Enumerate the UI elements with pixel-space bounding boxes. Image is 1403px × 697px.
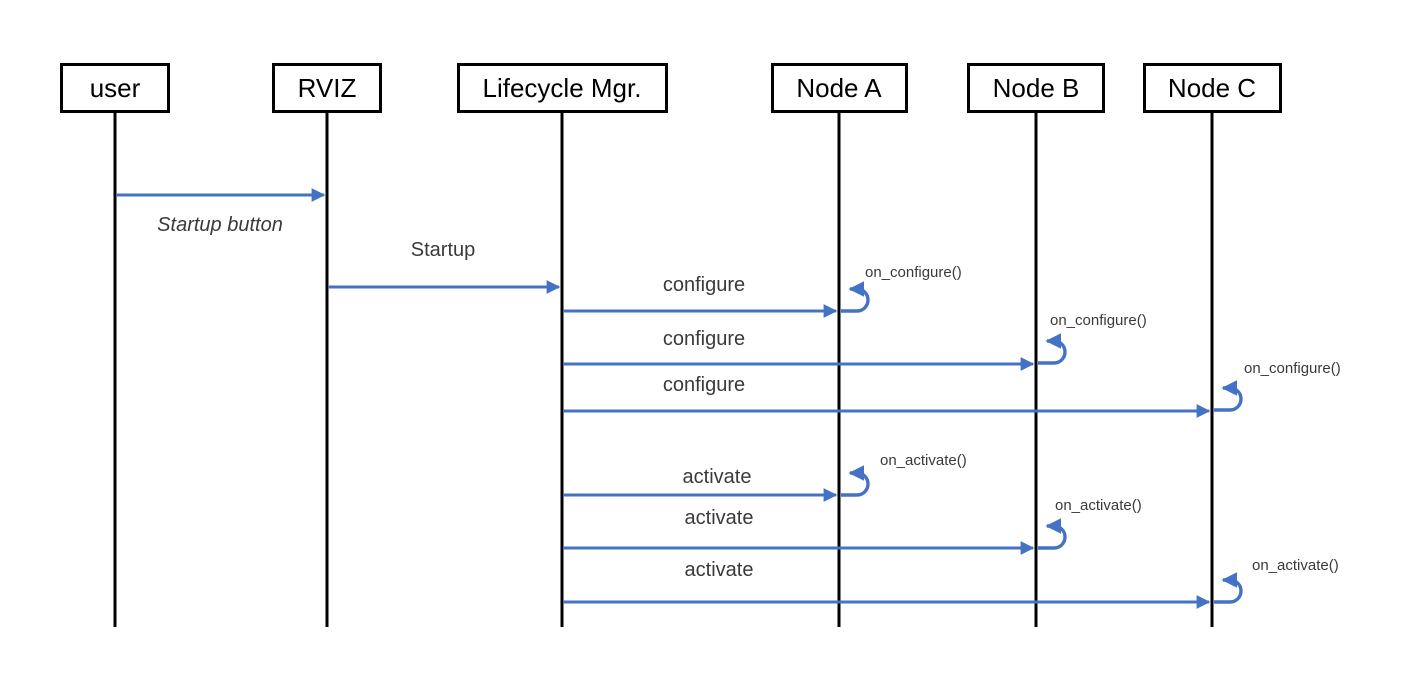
actor-label: user [89, 72, 141, 103]
self-call-label: on_configure() [865, 264, 962, 281]
actor-label: Node A [796, 72, 882, 103]
self-call-label: on_activate() [1055, 497, 1142, 514]
self-call-arrow-3 [841, 465, 870, 497]
self-call-label: on_configure() [1244, 360, 1341, 377]
self-call-label: on_configure() [1050, 312, 1147, 329]
message-label: Startup button [157, 214, 283, 236]
self-call-label: on_activate() [1252, 557, 1339, 574]
message-label: configure [662, 374, 746, 396]
self-call-arrow-5 [1214, 572, 1243, 604]
actor-box-lifecycle_mgr: Lifecycle Mgr. [456, 63, 668, 113]
actor-box-node_c: Node C [1142, 63, 1282, 113]
message-label: configure [662, 328, 746, 350]
self-call-arrow-2 [1214, 380, 1243, 412]
actor-box-node_b: Node B [967, 63, 1105, 113]
self-call-label: on_activate() [880, 452, 967, 469]
actor-box-node_a: Node A [770, 63, 908, 113]
actor-label: Node B [992, 72, 1080, 103]
actor-label: Node C [1167, 72, 1257, 103]
actor-label: Lifecycle Mgr. [482, 72, 642, 103]
actor-box-user: user [60, 63, 170, 113]
message-label: configure [662, 274, 746, 296]
self-call-arrow-4 [1038, 518, 1067, 550]
message-label: activate [684, 507, 754, 529]
message-label: Startup [410, 239, 476, 261]
actor-label: RVIZ [297, 72, 357, 103]
self-call-arrow-1 [1038, 333, 1067, 365]
actor-box-rviz: RVIZ [272, 63, 382, 113]
message-label: activate [684, 559, 754, 581]
self-call-arrow-0 [841, 281, 870, 313]
message-label: activate [682, 466, 752, 488]
